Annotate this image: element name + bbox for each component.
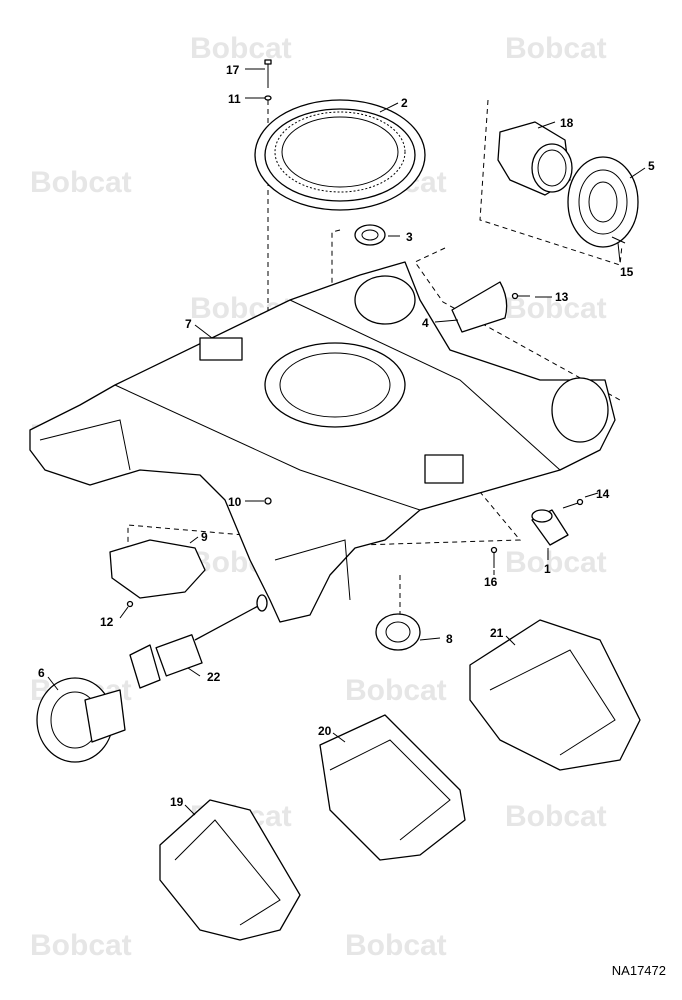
callout-10: 10	[228, 495, 242, 509]
callout-15: 15	[620, 265, 634, 279]
part-10-nut	[264, 497, 272, 505]
part-15-bolt	[611, 236, 626, 244]
part-18-travel-motor	[497, 121, 573, 196]
watermark-bobcat: Bobcat	[190, 32, 292, 65]
watermark-bobcat: Bobcat	[505, 292, 607, 325]
leader-lines	[47, 68, 646, 816]
part-9-cover-plate	[109, 539, 206, 599]
callout-4: 4	[422, 316, 429, 330]
part-20-steel-pad-track	[319, 714, 466, 861]
part-11-washer	[264, 95, 272, 101]
callout-21: 21	[490, 626, 504, 640]
part-4-cover	[451, 281, 508, 333]
callout-7: 7	[185, 317, 192, 331]
watermark-bobcat: Bobcat	[345, 929, 447, 962]
callout-12: 12	[100, 615, 114, 629]
callout-19: 19	[170, 795, 184, 809]
watermark-bobcat: Bobcat	[345, 674, 447, 707]
callout-6: 6	[38, 666, 45, 680]
part-2-swing-bearing	[254, 99, 426, 211]
watermark-bobcat: Bobcat	[505, 800, 607, 833]
callout-20: 20	[318, 724, 332, 738]
callout-1: 1	[544, 562, 551, 576]
undercarriage-frame	[29, 261, 616, 623]
callout-13: 13	[555, 290, 569, 304]
drawing-code: NA17472	[611, 963, 666, 978]
watermark-bobcat: Bobcat	[505, 546, 607, 579]
watermark-bobcat: Bobcat	[30, 166, 132, 199]
part-22-tension-spring	[129, 594, 268, 689]
callout-8: 8	[446, 632, 453, 646]
callout-labels: 17 11 2 3 18 5 15 13 4 7 10 14 1 16 9 12…	[38, 63, 655, 809]
callout-14: 14	[596, 487, 610, 501]
callout-16: 16	[484, 575, 498, 589]
callout-11: 11	[228, 92, 241, 106]
callout-5: 5	[648, 159, 655, 173]
callout-3: 3	[406, 230, 413, 244]
part-5-sprocket	[567, 156, 639, 248]
watermark-bobcat: Bobcat	[30, 929, 132, 962]
part-12-bolt	[126, 600, 134, 608]
callout-2: 2	[401, 96, 408, 110]
part-8-track-roller	[375, 613, 421, 651]
part-13-bolt	[511, 292, 530, 300]
callout-9: 9	[201, 530, 208, 544]
callout-18: 18	[560, 116, 574, 130]
part-16-bolt	[490, 546, 498, 568]
part-6-idler	[36, 677, 126, 763]
part-19-rubber-track	[159, 799, 301, 941]
callout-17: 17	[226, 63, 240, 77]
callout-22: 22	[207, 670, 221, 684]
part-3-seal	[354, 224, 386, 246]
watermark-bobcat: Bobcat	[505, 32, 607, 65]
part-21-steel-track	[469, 619, 641, 771]
part-17-bolt	[264, 59, 272, 88]
part-14-bolt	[562, 498, 584, 509]
part-1-bushing	[531, 509, 569, 546]
